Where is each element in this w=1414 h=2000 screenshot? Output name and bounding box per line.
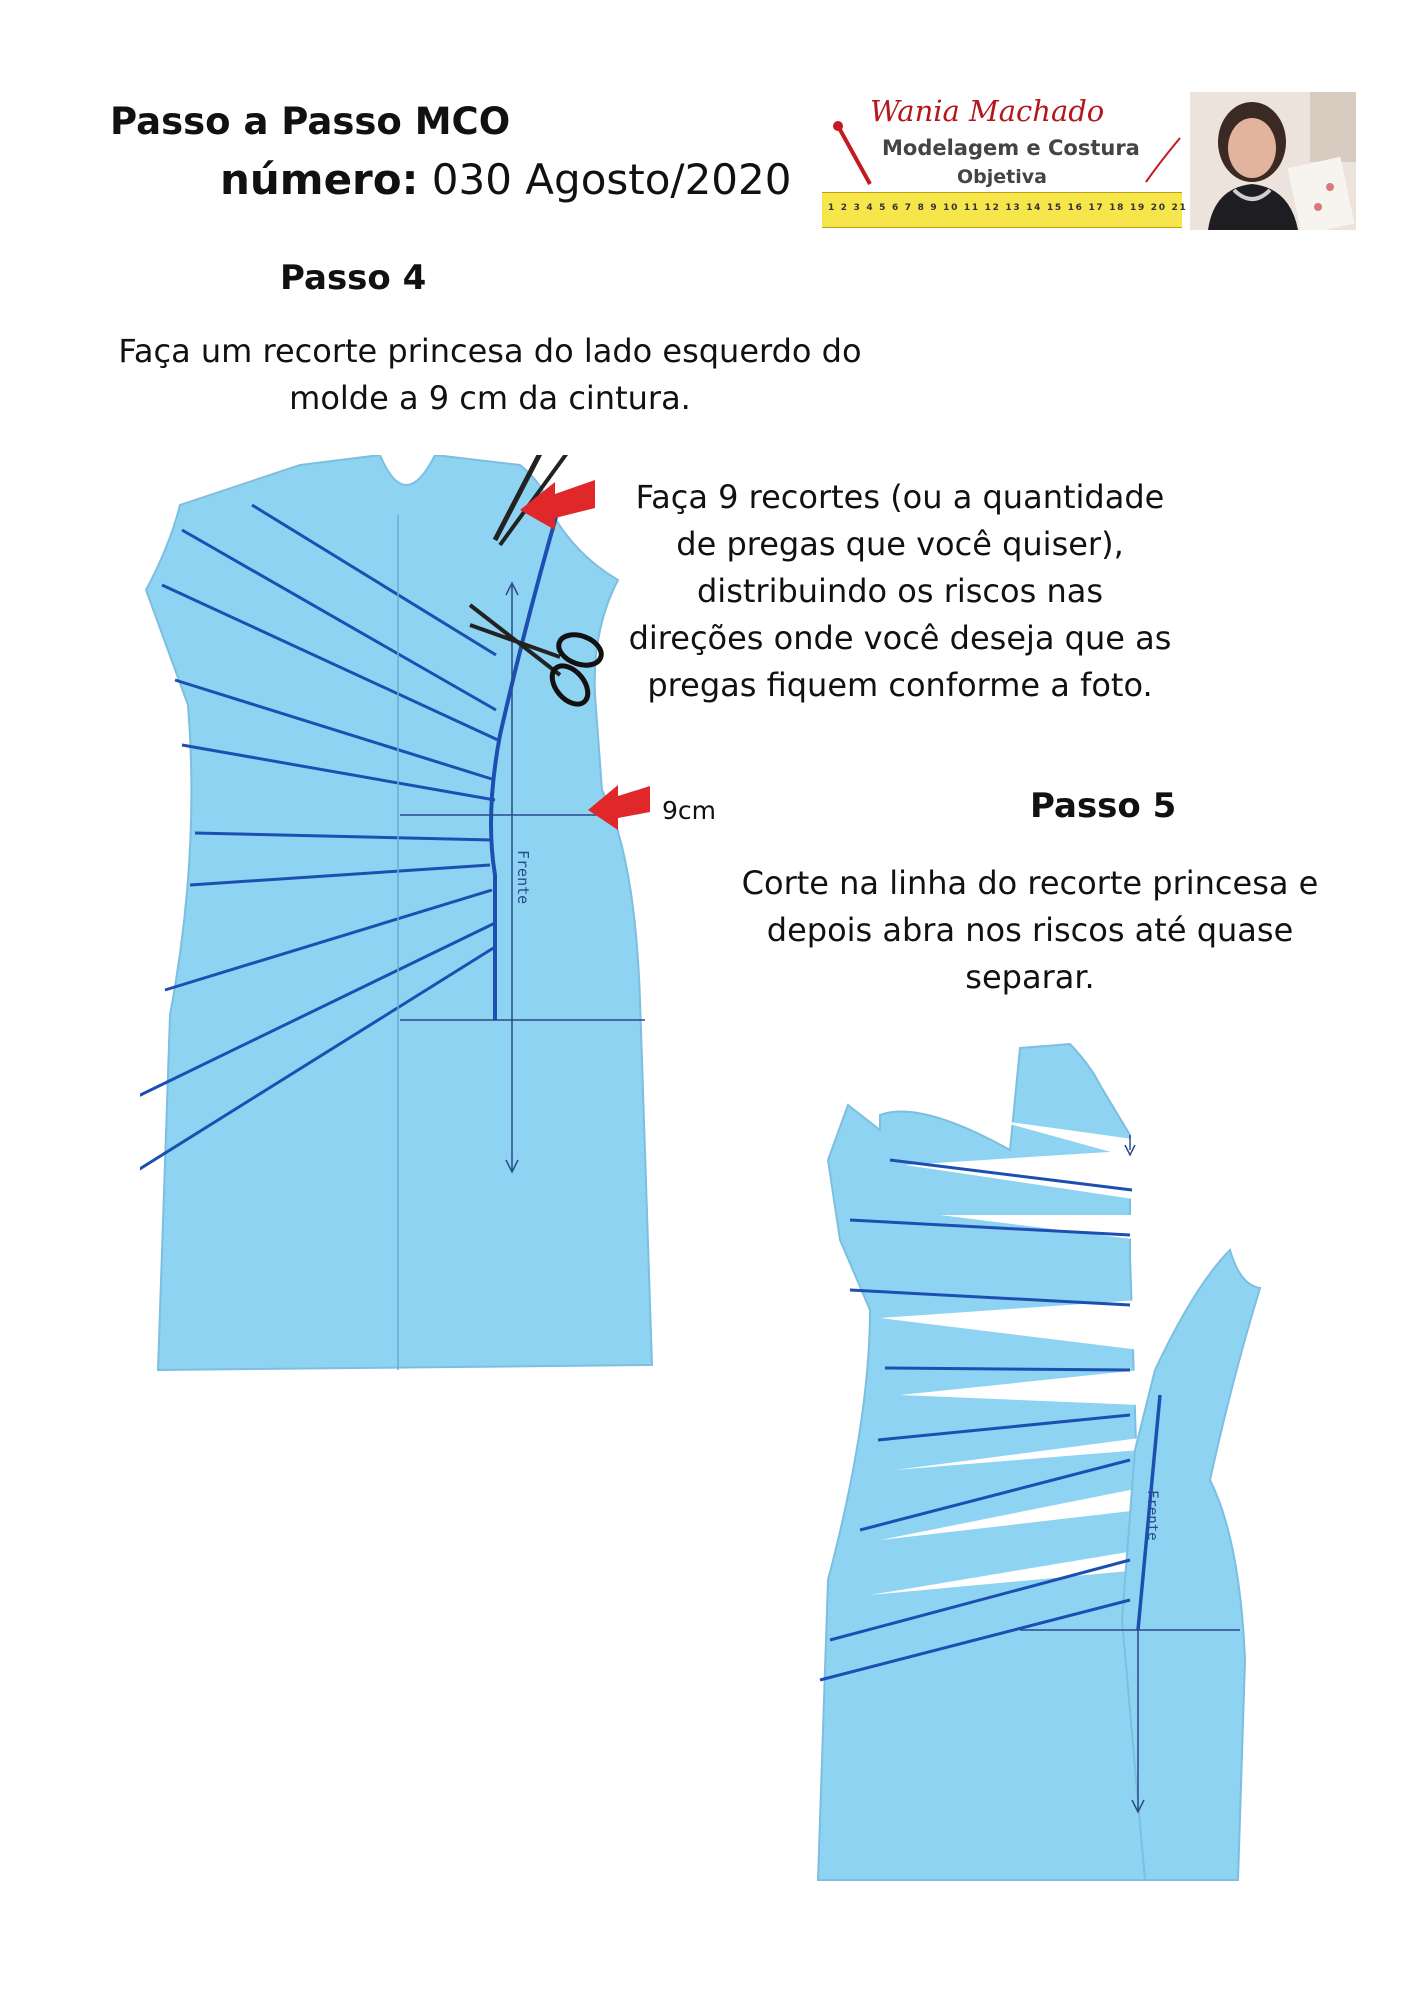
page-title: Passo a Passo MCO (110, 100, 511, 143)
step5-text-line3: separar. (965, 958, 1095, 996)
number-label: número: (220, 155, 419, 204)
frente-label: Frente (514, 850, 532, 904)
step5-grain-line (1020, 1135, 1240, 1814)
cuts-text-line2: de pregas que você quiser), (676, 525, 1124, 563)
step5-title: Passo 5 (1030, 786, 1177, 826)
brand-logo: Wania Machado Modelagem e Costura Objeti… (822, 92, 1248, 230)
right-pattern-piece (1120, 1248, 1262, 1881)
measure-label: 9cm (662, 796, 717, 825)
step4-text-line2: molde a 9 cm da cintura. (289, 379, 691, 417)
ruler-numbers: 1 2 3 4 5 6 7 8 9 10 11 12 13 14 15 16 1… (828, 203, 1250, 213)
step5-text-line1: Corte na linha do recorte princesa e (741, 864, 1319, 902)
needle-icon (833, 121, 872, 185)
step4-text-line1: Faça um recorte princesa do lado esquerd… (118, 332, 862, 370)
cuts-text-line1: Faça 9 recortes (ou a quantidade (635, 478, 1165, 516)
pleat-lines (140, 503, 560, 1171)
arrow-icon (520, 480, 595, 530)
pleat-openings (870, 1120, 1140, 1595)
person-photo-icon (1190, 92, 1356, 230)
arrow-icon-9cm (588, 785, 650, 830)
scissors-icon (492, 455, 569, 547)
step5-pleat-lines (819, 1158, 1162, 1682)
measuring-tape: 1 2 3 4 5 6 7 8 9 10 11 12 13 14 15 16 1… (822, 192, 1248, 228)
issue-number: 030 Agosto/2020 (431, 155, 792, 204)
logo-signature: Wania Machado (870, 94, 1105, 128)
cuts-text-line5: pregas fiquem conforme a foto. (647, 666, 1153, 704)
author-photo (1190, 92, 1356, 230)
step5-pattern: Frente (816, 1042, 1262, 1881)
logo-line1: Modelagem e Costura (882, 136, 1140, 160)
logo-line2: Objetiva (957, 166, 1047, 188)
step4-title: Passo 4 (280, 258, 427, 298)
cuts-text-line3: distribuindo os riscos nas (696, 572, 1103, 610)
step4-cuts-instruction: Faça 9 recortes (ou a quantidade de preg… (620, 474, 1180, 709)
page-subtitle: número: 030 Agosto/2020 (220, 155, 791, 204)
step4-instruction: Faça um recorte princesa do lado esquerd… (110, 328, 870, 422)
scissors-icon-2 (468, 603, 604, 707)
grain-line (397, 515, 645, 1370)
step5-frente-label: Frente (1144, 1490, 1160, 1541)
step4-pattern: Frente (140, 455, 654, 1372)
cuts-text-line4: direções onde você deseja que as (628, 619, 1172, 657)
bodice-pattern-piece (144, 455, 654, 1372)
needle-right-icon (1145, 137, 1181, 183)
step5-text-line2: depois abra nos riscos até quase (766, 911, 1294, 949)
step5-instruction: Corte na linha do recorte princesa e dep… (740, 860, 1320, 1001)
